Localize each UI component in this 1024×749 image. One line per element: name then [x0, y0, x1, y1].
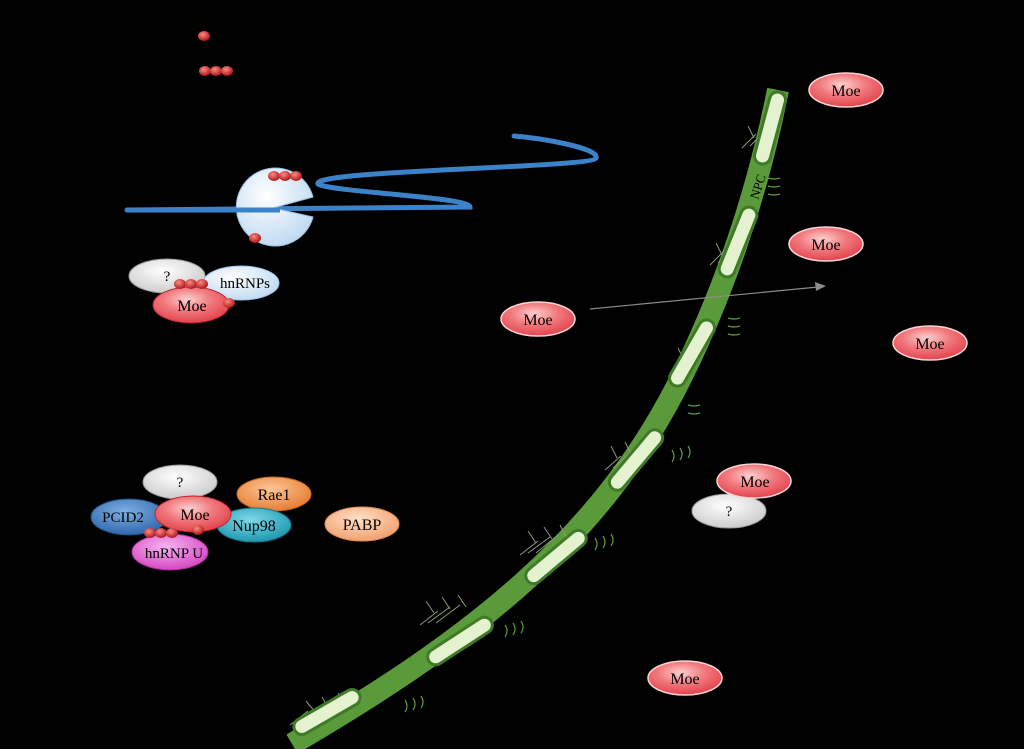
- protein-moe-cluster-1: Moe: [152, 286, 230, 324]
- mark-triplet-top: [199, 66, 233, 76]
- npc-pores: [292, 90, 788, 736]
- moe-label: Moe: [670, 671, 699, 688]
- mark-triplet-ribosome: [268, 171, 302, 181]
- protein-hnrnps: hnRNPs: [202, 265, 280, 301]
- mark-single-cluster-1: [223, 298, 235, 308]
- moe-label: Moe: [831, 83, 860, 100]
- protein-moe-cyto-5: Moe: [647, 660, 723, 696]
- moe-label: Moe: [523, 312, 552, 329]
- protein-moe-cyto-3: Moe: [892, 325, 968, 361]
- protein-pcid2: PCID2: [90, 498, 168, 536]
- unknown-label: ?: [164, 269, 171, 285]
- npc-cytoplasmic-fibrils: [404, 177, 781, 713]
- moe-label: Moe: [740, 474, 769, 491]
- mark-single-ribosome: [249, 233, 261, 243]
- protein-nup98: Nup98: [216, 507, 292, 543]
- moe-label: Moe: [180, 507, 209, 524]
- pcid2-label: PCID2: [102, 510, 144, 526]
- npc-label: NPC: [747, 172, 769, 201]
- mark-single-cluster-2: [192, 525, 204, 535]
- moe-label: Moe: [177, 298, 206, 315]
- protein-pabp: PABP: [324, 506, 400, 542]
- protein-hnrnp-u: hnRNP U: [131, 533, 209, 571]
- npc-basket-filaments: [289, 121, 773, 726]
- protein-moe-mid: Moe: [500, 301, 576, 337]
- protein-moe-cluster-2: Moe: [154, 495, 232, 533]
- nup98-label: Nup98: [232, 518, 276, 535]
- hnrnp-u-label: hnRNP U: [145, 546, 203, 562]
- protein-moe-cyto-4: Moe: [716, 463, 792, 499]
- moe-label: Moe: [811, 237, 840, 254]
- protein-unknown-2: ?: [142, 464, 218, 500]
- export-arrow-icon: [589, 282, 826, 310]
- unknown-label: ?: [177, 475, 184, 491]
- mark-triplet-cluster-2: [144, 528, 178, 538]
- rae1-label: Rae1: [258, 487, 291, 504]
- mrna-strand-icon: [124, 133, 599, 213]
- mark-triplet-cluster-1: [174, 279, 208, 289]
- pabp-label: PABP: [343, 517, 382, 534]
- mark-single-top: [198, 31, 210, 41]
- protein-moe-cyto-1: Moe: [808, 72, 884, 108]
- hnrnps-label: hnRNPs: [220, 276, 270, 292]
- nuclear-envelope-icon: [286, 87, 789, 749]
- protein-moe-cyto-2: Moe: [788, 226, 864, 262]
- unknown-label: ?: [726, 504, 733, 520]
- protein-rae1: Rae1: [236, 476, 312, 512]
- protein-unknown-cyto: ?: [691, 493, 767, 529]
- moe-label: Moe: [915, 336, 944, 353]
